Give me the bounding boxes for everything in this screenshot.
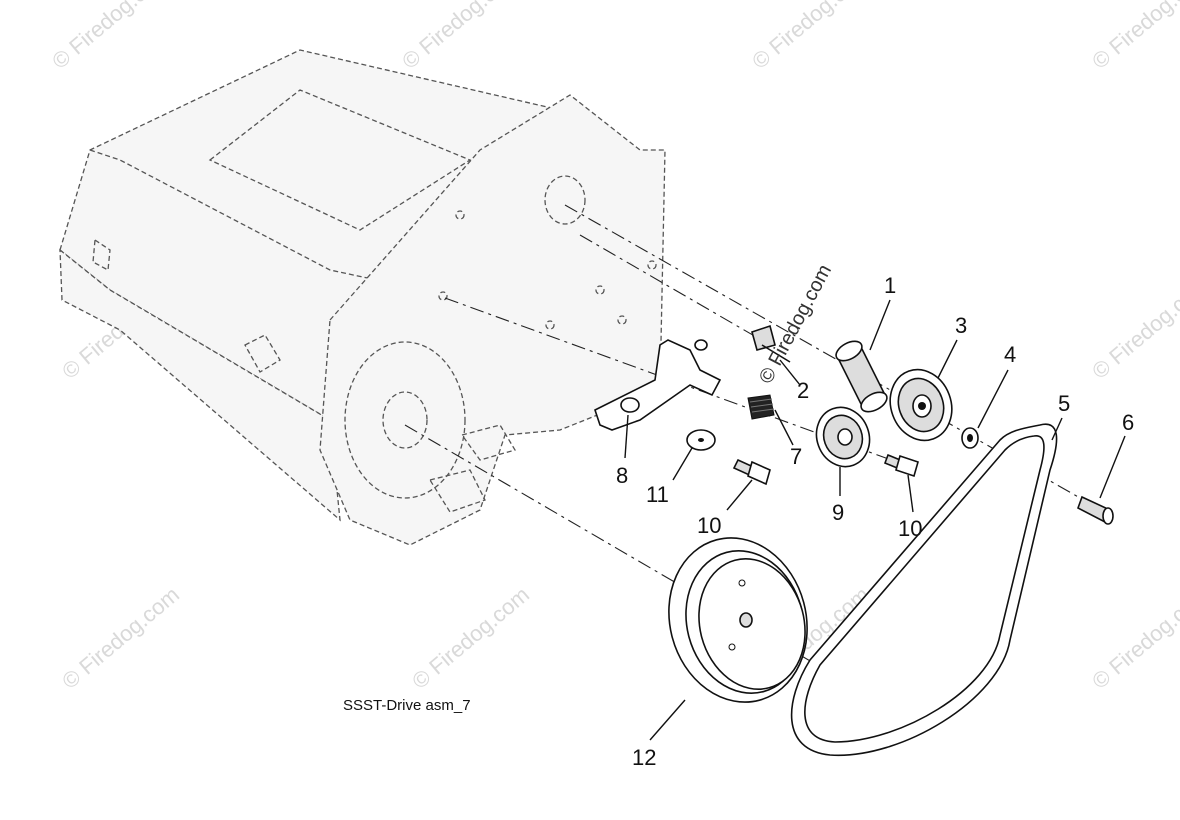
center-watermark: © Firedog.com	[755, 261, 836, 387]
callout-3: 3	[955, 313, 967, 338]
callout-12: 12	[632, 745, 656, 770]
callout-9: 9	[832, 500, 844, 525]
callout-7: 7	[790, 444, 802, 469]
callout-1: 1	[884, 273, 896, 298]
callout-10-right: 10	[898, 516, 922, 541]
part-1-spacer	[835, 340, 888, 413]
part-11-washer	[686, 429, 716, 451]
diagram-caption: SSST-Drive asm_7	[343, 697, 471, 714]
watermark: © Firedog.com	[407, 582, 534, 694]
part-12-drive-pulley	[668, 537, 808, 703]
part-4-washer	[961, 427, 979, 449]
part-10-bolt-left	[732, 458, 771, 486]
watermark: © Firedog.com	[1087, 0, 1180, 74]
callout-2: 2	[797, 378, 809, 403]
watermark: © Firedog.com	[1087, 582, 1180, 694]
housing-phantom	[59, 49, 666, 546]
watermark: © Firedog.com	[397, 0, 524, 74]
part-3-idler-pulley	[889, 368, 953, 442]
part-10-bolt-right	[883, 453, 919, 478]
leader-lines	[624, 299, 1126, 741]
callout-10-left: 10	[697, 513, 721, 538]
callout-6: 6	[1122, 410, 1134, 435]
part-7-spring	[747, 394, 775, 420]
watermark: © Firedog.com	[57, 582, 184, 694]
part-9-idler-pulley	[815, 406, 871, 468]
callout-5: 5	[1058, 391, 1070, 416]
watermark: © Firedog.com	[1087, 272, 1180, 384]
part-2-bolt	[751, 324, 791, 363]
watermark: © Firedog.com	[747, 0, 874, 74]
callout-labels: 1 2 3 4 5 6 7 8 9 10 10 11 12	[616, 273, 1134, 770]
callout-8: 8	[616, 463, 628, 488]
callout-11: 11	[646, 482, 669, 507]
callout-4: 4	[1004, 342, 1016, 367]
part-6-bolt	[1077, 495, 1114, 525]
watermark: © Firedog.com	[47, 0, 174, 74]
part-5-belt	[790, 423, 1058, 756]
part-8-bracket	[594, 339, 722, 431]
